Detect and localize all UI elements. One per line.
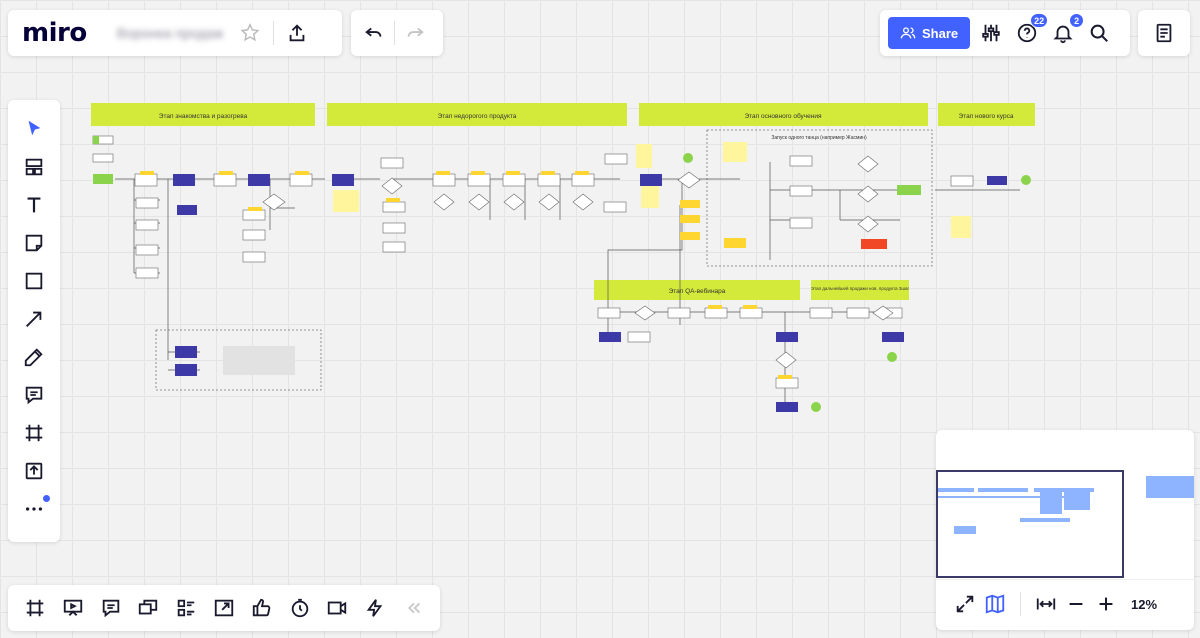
settings-sliders-icon[interactable] xyxy=(976,18,1006,48)
frames-icon[interactable] xyxy=(16,589,54,627)
cursor-icon xyxy=(28,120,41,136)
miro-logo[interactable]: miro xyxy=(22,18,87,48)
fullscreen-icon[interactable] xyxy=(950,589,980,619)
upload-tool[interactable] xyxy=(8,452,60,490)
templates-icon xyxy=(25,158,43,176)
stage-header[interactable] xyxy=(811,280,909,300)
stage-header-label: Этап знакомства и разогрева xyxy=(159,113,248,120)
note-block[interactable] xyxy=(223,346,295,375)
presentation-icon[interactable] xyxy=(54,589,92,627)
group-frame[interactable] xyxy=(706,129,933,267)
stage-header[interactable] xyxy=(594,280,800,300)
stage-header-label: Этап недорогого продукта xyxy=(438,113,517,120)
help-badge: 22 xyxy=(1030,13,1049,28)
help-button[interactable]: 22 xyxy=(1012,13,1049,48)
comment-tool[interactable] xyxy=(8,376,60,414)
zoom-out-button[interactable] xyxy=(1061,589,1091,619)
divider xyxy=(394,21,395,45)
minimap-viewport[interactable] xyxy=(936,470,1124,578)
stage-header-label: Этап нового курса xyxy=(959,113,1014,120)
notifications-badge: 2 xyxy=(1069,13,1085,28)
process-node-red[interactable] xyxy=(861,239,887,249)
search-icon[interactable] xyxy=(1084,18,1114,48)
creation-toolbar xyxy=(8,100,60,542)
undo-button[interactable] xyxy=(359,18,389,48)
stage-header-label: Этап дальнейшей продажи нов. продукта 3ш… xyxy=(811,285,910,291)
share-button-label: Share xyxy=(922,25,959,41)
group-frame[interactable] xyxy=(155,329,322,391)
new-indicator-dot xyxy=(43,495,50,502)
stage-header-label: Этап основного обучения xyxy=(744,112,822,120)
users-icon xyxy=(900,27,916,39)
minimap-content xyxy=(938,476,1194,534)
fit-to-screen-icon[interactable] xyxy=(1031,589,1061,619)
star-icon[interactable] xyxy=(235,18,265,48)
board-canvas[interactable]: Этап знакомства и разогрева Этап недорог… xyxy=(80,90,1040,430)
divider xyxy=(1020,592,1021,616)
board-name[interactable]: Воронка продаж xyxy=(116,25,224,41)
stage-header[interactable] xyxy=(327,103,627,126)
templates-tool[interactable] xyxy=(8,148,60,186)
zoom-controls: 12% xyxy=(936,580,1194,628)
zoom-in-button[interactable] xyxy=(1091,589,1121,619)
history-controls xyxy=(351,10,443,56)
collaboration-bottom-bar xyxy=(8,585,440,631)
timer-icon[interactable] xyxy=(281,589,319,627)
process-nodes-green[interactable] xyxy=(93,136,1031,412)
minimap-panel: 12% xyxy=(936,430,1194,630)
lightning-icon[interactable] xyxy=(356,589,394,627)
more-icon xyxy=(25,507,43,511)
decision-nodes[interactable] xyxy=(262,155,894,369)
minimap[interactable] xyxy=(936,430,1194,580)
process-nodes-yellow[interactable] xyxy=(140,171,792,379)
stage-header[interactable] xyxy=(639,103,928,126)
process-nodes-blue[interactable] xyxy=(173,174,1007,412)
bell-icon xyxy=(1053,25,1073,44)
connection-line-tool[interactable] xyxy=(8,300,60,338)
comments-icon[interactable] xyxy=(92,589,130,627)
video-call-icon[interactable] xyxy=(319,589,357,627)
zoom-level[interactable]: 12% xyxy=(1131,596,1158,612)
divider xyxy=(273,21,275,45)
select-tool[interactable] xyxy=(8,110,60,148)
upload-icon xyxy=(25,462,43,480)
more-tools-button[interactable] xyxy=(8,490,60,528)
map-icon[interactable] xyxy=(980,589,1010,619)
upload-icon[interactable] xyxy=(282,18,312,48)
board-header: miro Воронка продаж xyxy=(8,10,342,56)
frame-icon xyxy=(25,424,43,442)
frame-tool[interactable] xyxy=(8,414,60,452)
square-icon xyxy=(25,272,43,290)
sticky-note-icon xyxy=(25,234,43,252)
stage-header-label: Этап QA-вебинара xyxy=(669,287,726,295)
help-icon xyxy=(1017,23,1037,43)
pen-tool[interactable] xyxy=(8,338,60,376)
stage-header[interactable] xyxy=(91,103,315,126)
screen-share-icon[interactable] xyxy=(129,589,167,627)
sticky-notes[interactable] xyxy=(333,142,971,238)
stage-header[interactable] xyxy=(938,103,1035,126)
notes-icon[interactable] xyxy=(1149,18,1179,48)
redo-button[interactable] xyxy=(400,18,430,48)
share-screen-icon[interactable] xyxy=(205,589,243,627)
thumbs-up-icon[interactable] xyxy=(243,589,281,627)
collaboration-toolbar: Share 22 2 xyxy=(880,10,1130,56)
sticky-note-tool[interactable] xyxy=(8,224,60,262)
comment-icon xyxy=(25,386,43,405)
text-tool[interactable] xyxy=(8,186,60,224)
notifications-button[interactable]: 2 xyxy=(1048,13,1085,48)
process-nodes[interactable] xyxy=(92,135,974,389)
notes-panel xyxy=(1138,10,1190,56)
shape-tool[interactable] xyxy=(8,262,60,300)
pen-icon xyxy=(24,348,43,367)
share-button[interactable]: Share xyxy=(888,17,971,49)
arrow-icon xyxy=(26,311,42,327)
collapse-chevron-icon[interactable] xyxy=(394,589,432,627)
text-icon xyxy=(27,197,41,213)
cards-list-icon[interactable] xyxy=(167,589,205,627)
subframe-title: Запуск одного танца (например Жасмин) xyxy=(771,135,867,141)
